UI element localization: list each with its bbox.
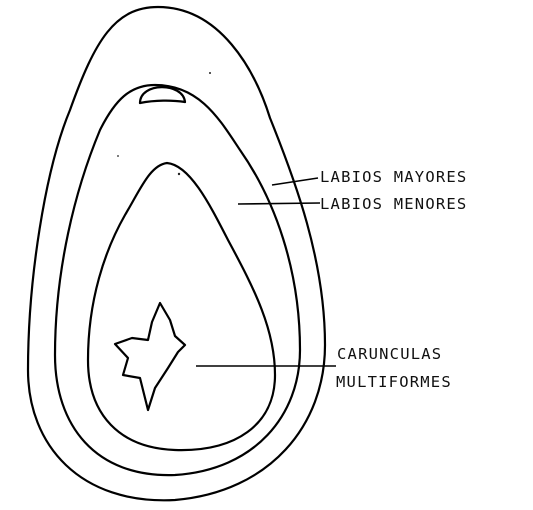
label-labios-menores: LABIOS MENORES — [320, 195, 467, 213]
speck — [209, 72, 211, 74]
caruncula-shape — [115, 303, 185, 410]
label-labios-mayores: LABIOS MAYORES — [320, 168, 467, 186]
speck — [117, 155, 119, 157]
label-carunculas-line1: CARUNCULAS — [337, 345, 442, 363]
label-carunculas-line2: MULTIFORMES — [336, 373, 452, 391]
inner-contour — [88, 163, 275, 450]
top-arch-base — [140, 101, 185, 103]
leader-labios-menores — [238, 203, 320, 204]
speck — [178, 173, 180, 175]
